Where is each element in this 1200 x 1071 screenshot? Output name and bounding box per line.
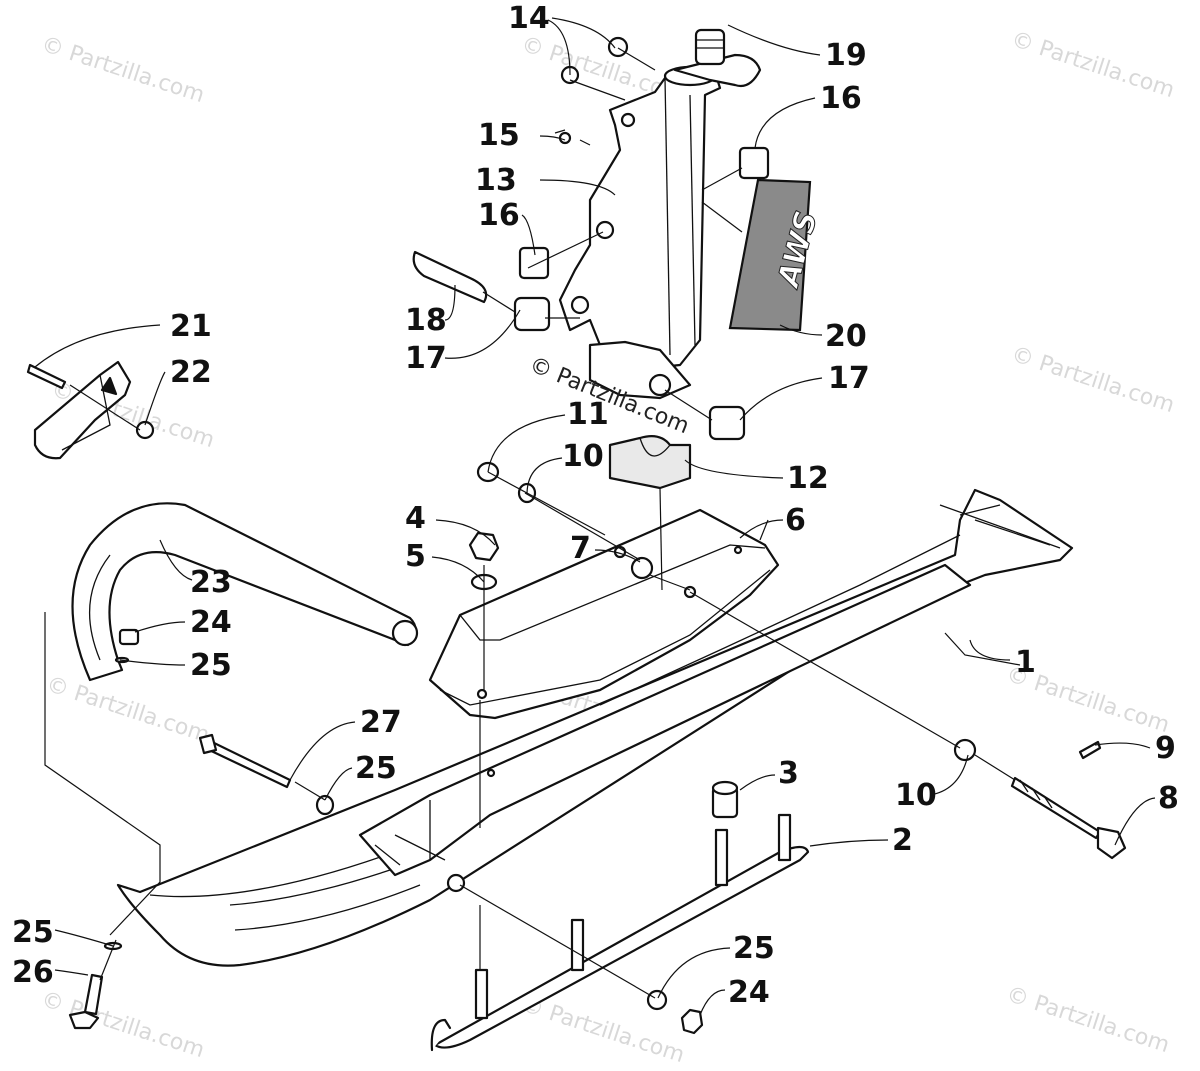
callout-25-mid: 25: [355, 751, 397, 786]
callout-9: 9: [1155, 731, 1176, 766]
bushing-17-right: [708, 405, 746, 441]
grease-fitting-15: [558, 131, 572, 145]
callout-14: 14: [508, 1, 550, 36]
bolt-27: [203, 738, 292, 789]
watermark-top-right: © Partzilla.com: [1008, 27, 1177, 103]
callout-21: 21: [170, 309, 212, 344]
callout-1: 1: [1015, 645, 1036, 680]
bushings: [412, 146, 770, 441]
callout-13: 13: [475, 163, 517, 198]
callout-18: 18: [405, 303, 447, 338]
nut-24-upper: [118, 628, 140, 646]
spindle-bolt: [1010, 740, 1127, 860]
callout-pointers: [34, 17, 1156, 1016]
handle-bracket: [26, 360, 155, 460]
callout-12: 12: [787, 461, 829, 496]
callout-25-lower: 25: [12, 915, 54, 950]
ski-loop: [71, 502, 419, 682]
bushing-17-left: [513, 296, 551, 332]
washer-25-right: [646, 989, 668, 1011]
watermark-mid-right: © Partzilla.com: [1008, 342, 1177, 418]
callout-8: 8: [1158, 781, 1179, 816]
spindle-cap: [673, 28, 762, 88]
washer-7: [630, 556, 654, 580]
callout-24-upper: 24: [190, 605, 232, 640]
watermark-bottom-right: © Partzilla.com: [1003, 982, 1172, 1058]
washer-14: [607, 36, 629, 58]
callout-2: 2: [892, 823, 913, 858]
callout-3: 3: [778, 756, 799, 791]
nut-4: [468, 531, 500, 562]
callout-16-lower: 16: [478, 198, 520, 233]
callout-10-lower: 10: [895, 778, 937, 813]
watermark-lower-left: © Partzilla.com: [43, 672, 212, 748]
callout-25-right: 25: [733, 931, 775, 966]
washer-25-mid: [315, 794, 335, 816]
pin-18: [412, 250, 488, 304]
watermark-bottom-left: © Partzilla.com: [38, 987, 207, 1063]
callout-11: 11: [567, 397, 609, 432]
callout-5: 5: [405, 539, 426, 574]
callout-22: 22: [170, 355, 212, 390]
callout-19: 19: [825, 38, 867, 73]
misc-hardware: [68, 628, 704, 1035]
callout-23: 23: [190, 565, 232, 600]
callout-17-left: 17: [405, 341, 447, 376]
callout-16-upper: 16: [820, 81, 862, 116]
aws-decal: AWS: [728, 178, 825, 332]
spacer-3: [711, 780, 739, 819]
ski: [116, 488, 1074, 967]
spindle: [558, 65, 722, 400]
callout-17-right: 17: [828, 361, 870, 396]
callout-10-upper: 10: [562, 439, 604, 474]
leader-lines: [44, 47, 1021, 999]
callout-7: 7: [570, 531, 591, 566]
bolt-26: [83, 973, 104, 1016]
bushing-16-upper: [738, 146, 770, 180]
watermark-top-left: © Partzilla.com: [38, 32, 207, 108]
wear-bar: [430, 813, 810, 1052]
bumper-block: [608, 435, 692, 490]
callout-15: 15: [478, 118, 520, 153]
ski-saddle: [428, 508, 780, 720]
bushing-16-lower: [518, 246, 550, 280]
callout-6: 6: [785, 503, 806, 538]
cotter-pin-9: [1078, 740, 1102, 760]
callout-26: 26: [12, 955, 54, 990]
callout-4: 4: [405, 501, 426, 536]
callout-25-upper: 25: [190, 648, 232, 683]
callout-20: 20: [825, 319, 867, 354]
callout-24-lower: 24: [728, 975, 770, 1010]
callout-numbers: 1 2 3 4 5 6 7 8 9 10 10 11 12 13 14 15 1…: [12, 1, 1179, 1010]
washer-10-lower: [953, 738, 977, 762]
callout-27: 27: [360, 705, 402, 740]
nut-24-lower: [680, 1008, 704, 1035]
